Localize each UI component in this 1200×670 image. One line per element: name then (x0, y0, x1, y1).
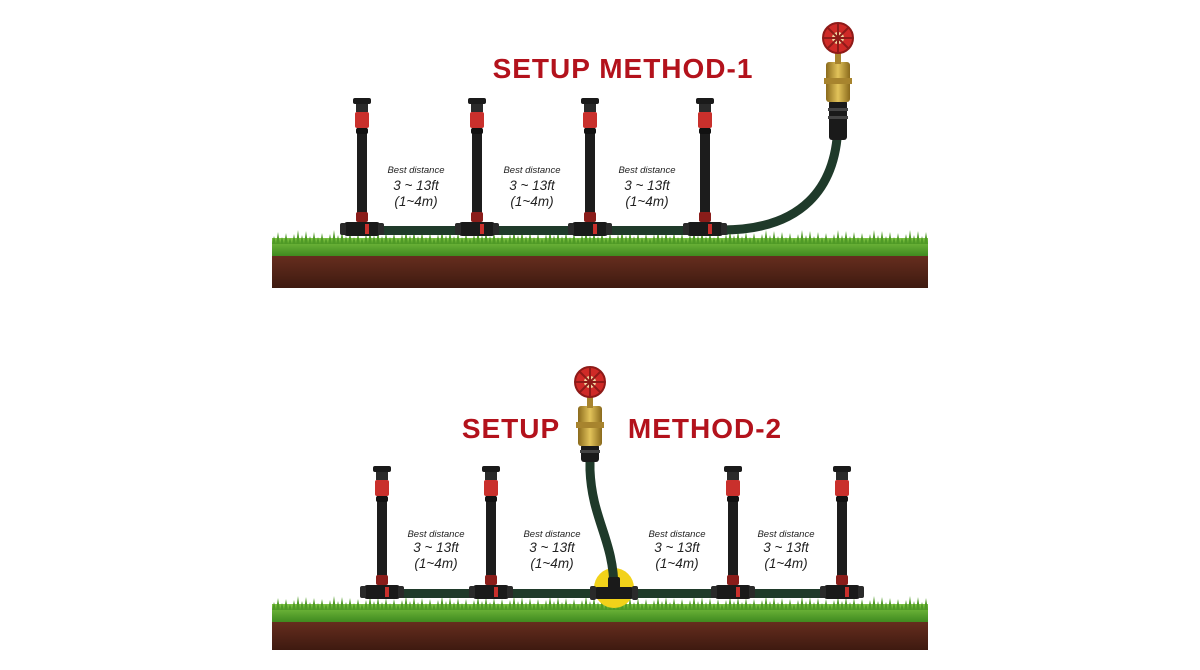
soil-strip (272, 252, 928, 288)
distance-caption: Best distance (503, 165, 560, 176)
grass-blades (272, 596, 928, 610)
faucet-valve-icon (822, 22, 854, 140)
distance-label-1-1: Best distance 3 ~ 13ft (1~4m) (387, 165, 444, 209)
sprinkler-riser-icon (711, 466, 755, 599)
tee-connector-icon (590, 577, 638, 600)
sprinkler-riser-icon (683, 98, 727, 236)
distance-metric: (1~4m) (394, 194, 437, 209)
distance-caption: Best distance (387, 165, 444, 176)
distance-range: 3 ~ 13ft (413, 540, 460, 555)
distance-metric: (1~4m) (764, 556, 807, 571)
sprinkler-riser-icon (360, 466, 404, 599)
method-1-panel: SETUP METHOD-1 Best distance 3 ~ 1 (272, 22, 928, 288)
sprinkler-riser-icon (820, 466, 864, 599)
distance-caption: Best distance (523, 529, 580, 540)
main-pipe-1 (340, 226, 730, 235)
distance-metric: (1~4m) (625, 194, 668, 209)
sprinkler-riser-icon (455, 98, 499, 236)
sprinkler-riser-icon (568, 98, 612, 236)
distance-label-2-3: Best distance 3 ~ 13ft (1~4m) (648, 529, 705, 571)
method-2-title-right: METHOD-2 (628, 413, 782, 444)
sprinkler-row-1 (340, 98, 727, 236)
distance-range: 3 ~ 13ft (654, 540, 701, 555)
distance-range: 3 ~ 13ft (509, 178, 556, 193)
distance-metric: (1~4m) (530, 556, 573, 571)
method-1-title: SETUP METHOD-1 (493, 53, 754, 84)
distance-range: 3 ~ 13ft (529, 540, 576, 555)
distance-label-1-3: Best distance 3 ~ 13ft (1~4m) (618, 165, 675, 209)
distance-range: 3 ~ 13ft (763, 540, 810, 555)
distance-caption: Best distance (407, 529, 464, 540)
distance-metric: (1~4m) (510, 194, 553, 209)
distance-range: 3 ~ 13ft (624, 178, 671, 193)
garden-hose-icon (585, 450, 619, 595)
sprinkler-riser-icon (340, 98, 384, 236)
distance-label-2-4: Best distance 3 ~ 13ft (1~4m) (757, 529, 814, 571)
distance-caption: Best distance (618, 165, 675, 176)
method-2-title-left: SETUP (462, 413, 560, 444)
grass-strip (272, 604, 928, 622)
soil-strip (272, 618, 928, 650)
distance-caption: Best distance (757, 529, 814, 540)
distance-metric: (1~4m) (655, 556, 698, 571)
grass-blades (272, 230, 928, 244)
distance-label-1-2: Best distance 3 ~ 13ft (1~4m) (503, 165, 560, 209)
ground-1 (272, 230, 928, 288)
sprinkler-riser-icon (469, 466, 513, 599)
ground-2 (272, 596, 928, 650)
distance-label-2-1: Best distance 3 ~ 13ft (1~4m) (407, 529, 464, 571)
distance-caption: Best distance (648, 529, 705, 540)
garden-hose-icon (717, 95, 843, 235)
sprinkler-row-2 (360, 466, 864, 599)
method-2-panel: SETUP METHOD-2 (272, 366, 928, 650)
faucet-valve-icon (574, 366, 606, 462)
distance-label-2-2: Best distance 3 ~ 13ft (1~4m) (523, 529, 580, 571)
distance-metric: (1~4m) (414, 556, 457, 571)
distance-range: 3 ~ 13ft (393, 178, 440, 193)
grass-strip (272, 238, 928, 256)
